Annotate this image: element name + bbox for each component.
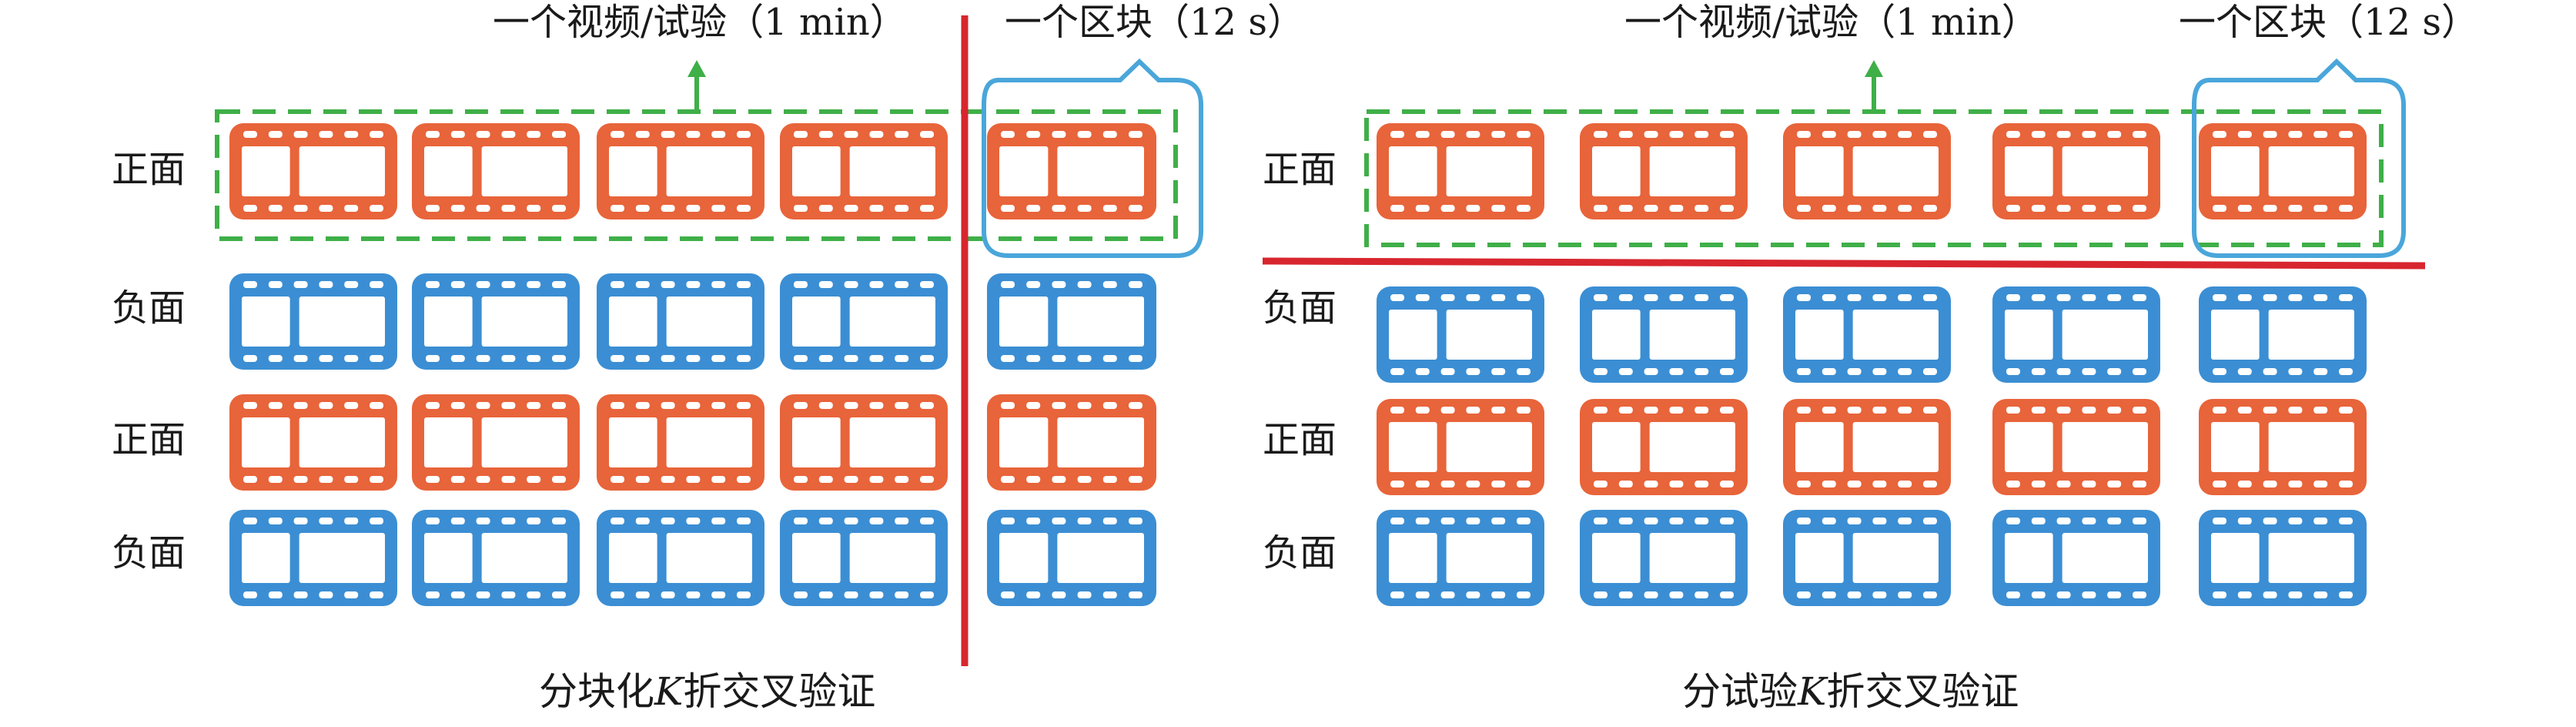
right-row-label-3: 正面 <box>1263 418 1337 461</box>
left-film-strip-icon-r2-c4 <box>780 273 948 370</box>
right-row-label-1: 正面 <box>1263 148 1337 191</box>
left-film-strip-icon-r2-c5 <box>987 273 1156 370</box>
left-film-strip-icon-r3-c4 <box>780 394 948 491</box>
left-film-strip-icon-r3-c3 <box>597 394 764 491</box>
right-trial-arrow-icon <box>1865 60 1883 112</box>
right-header-trial: 一个视频/试验（1 min） <box>1624 1 2039 44</box>
left-film-strip-icon-r3-c2 <box>412 394 580 491</box>
left-header-block: 一个区块（12 s） <box>1005 1 1304 44</box>
right-film-strip-icon-r1-c3 <box>1783 123 1951 219</box>
right-film-strip-icon-r4-c5 <box>2199 510 2367 606</box>
right-film-strip-icon-r1-c1 <box>1377 123 1544 219</box>
left-film-strip-icon-r4-c5 <box>987 510 1156 606</box>
right-clip-grid <box>1377 123 2367 606</box>
left-film-strip-icon-r3-c5 <box>987 394 1156 491</box>
right-film-strip-icon-r4-c1 <box>1377 510 1544 606</box>
left-row-label-3: 正面 <box>112 418 186 461</box>
right-film-strip-icon-r2-c3 <box>1783 286 1951 383</box>
left-film-strip-icon-r1-c1 <box>229 123 397 219</box>
left-film-strip-icon-r4-c3 <box>597 510 764 606</box>
left-film-strip-icon-r2-c2 <box>412 273 580 370</box>
right-row-label-4: 负面 <box>1263 531 1337 575</box>
left-film-strip-icon-r1-c3 <box>597 123 764 219</box>
left-film-strip-icon-r2-c1 <box>229 273 397 370</box>
right-film-strip-icon-r2-c2 <box>1580 286 1748 383</box>
right-film-strip-icon-r4-c4 <box>1992 510 2160 606</box>
right-film-strip-icon-r2-c1 <box>1377 286 1544 383</box>
right-film-strip-icon-r1-c4 <box>1992 123 2160 219</box>
panel-trial-kfold: 正面 负面 正面 负面 一个视频/试验（1 min） 一个区块（12 s） 分试… <box>1262 1 2478 714</box>
right-film-strip-icon-r1-c5 <box>2199 123 2367 219</box>
right-film-strip-icon-r2-c5 <box>2199 286 2367 383</box>
left-trial-arrow-icon <box>687 60 706 112</box>
right-film-strip-icon-r3-c3 <box>1783 399 1951 495</box>
left-film-strip-icon-r4-c4 <box>780 510 948 606</box>
left-film-strip-icon-r1-c2 <box>412 123 580 219</box>
right-header-block: 一个区块（12 s） <box>2179 1 2478 44</box>
left-panel-title: 分块化K折交叉验证 <box>539 669 875 714</box>
panel-block-kfold: 正面 负面 正面 负面 一个视频/试验（1 min） 一个区块（12 s） 分块… <box>112 1 1304 714</box>
left-film-strip-icon-r4-c1 <box>229 510 397 606</box>
left-row-label-2: 负面 <box>112 286 186 330</box>
right-panel-title: 分试验K折交叉验证 <box>1682 669 2019 714</box>
right-film-strip-icon-r3-c4 <box>1992 399 2160 495</box>
left-clip-grid <box>229 123 1156 606</box>
left-row-label-4: 负面 <box>112 531 186 575</box>
left-film-strip-icon-r3-c1 <box>229 394 397 491</box>
right-film-strip-icon-r3-c2 <box>1580 399 1748 495</box>
right-film-strip-icon-r1-c2 <box>1580 123 1748 219</box>
right-row-label-2: 负面 <box>1263 286 1337 330</box>
left-film-strip-icon-r4-c2 <box>412 510 580 606</box>
left-film-strip-icon-r1-c4 <box>780 123 948 219</box>
right-split-line <box>1262 257 2426 270</box>
right-film-strip-icon-r4-c3 <box>1783 510 1951 606</box>
left-film-strip-icon-r2-c3 <box>597 273 764 370</box>
right-film-strip-icon-r4-c2 <box>1580 510 1748 606</box>
right-film-strip-icon-r3-c5 <box>2199 399 2367 495</box>
left-film-strip-icon-r1-c5 <box>987 123 1156 219</box>
right-block-box <box>2192 58 2406 258</box>
left-header-trial: 一个视频/试验（1 min） <box>493 1 907 44</box>
left-block-box <box>982 58 1203 258</box>
right-film-strip-icon-r2-c4 <box>1992 286 2160 383</box>
right-film-strip-icon-r3-c1 <box>1377 399 1544 495</box>
left-row-label-1: 正面 <box>112 148 186 191</box>
